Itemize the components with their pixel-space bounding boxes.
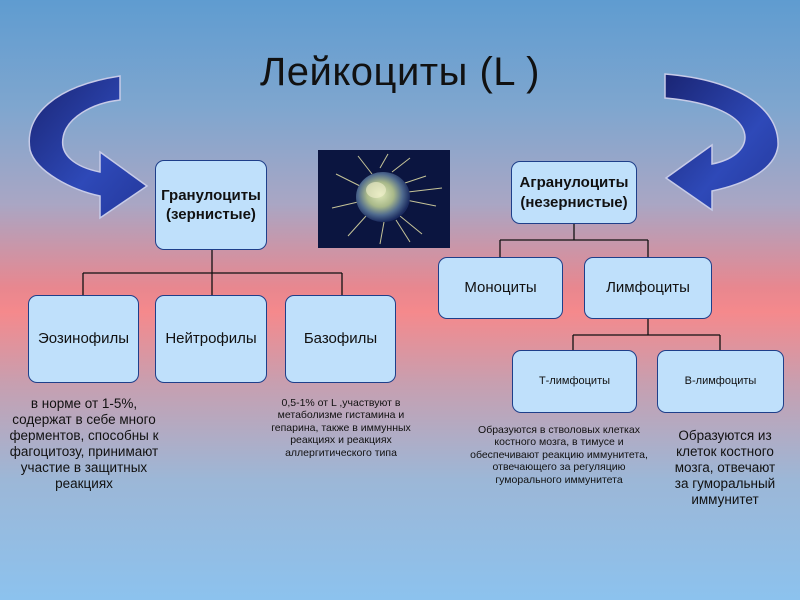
leukocyte-image-icon [318, 150, 450, 248]
neutrophils-node: Нейтрофилы [155, 295, 267, 383]
slide-title: Лейкоциты (L ) [260, 50, 540, 94]
basophils-caption: 0,5-1% от L ,участвуют в метаболизме гис… [271, 397, 411, 459]
eosinophils-caption: в норме от 1-5%, содержат в себе много ф… [9, 396, 159, 491]
left-curved-arrow-icon [28, 75, 149, 220]
eosinophils-node: Эозинофилы [28, 295, 139, 383]
granulocytes-node: Гранулоциты (зернистые) [155, 160, 267, 250]
agranulocytes-node: Агранулоциты (незернистые) [511, 161, 637, 224]
t-lymphocytes-caption: Образуются в стволовых клетках костного … [470, 424, 648, 486]
leukocyte-micrograph [318, 150, 450, 248]
t-lymphocytes-node: Т-лимфоциты [512, 350, 637, 413]
right-curved-arrow-icon [664, 73, 779, 212]
b-lymphocytes-node: В-лимфоциты [657, 350, 784, 413]
basophils-node: Базофилы [285, 295, 396, 383]
monocytes-node: Моноциты [438, 257, 563, 319]
lymphocytes-node: Лимфоциты [584, 257, 712, 319]
b-lymphocytes-caption: Образуются из клеток костного мозга, отв… [674, 428, 776, 507]
